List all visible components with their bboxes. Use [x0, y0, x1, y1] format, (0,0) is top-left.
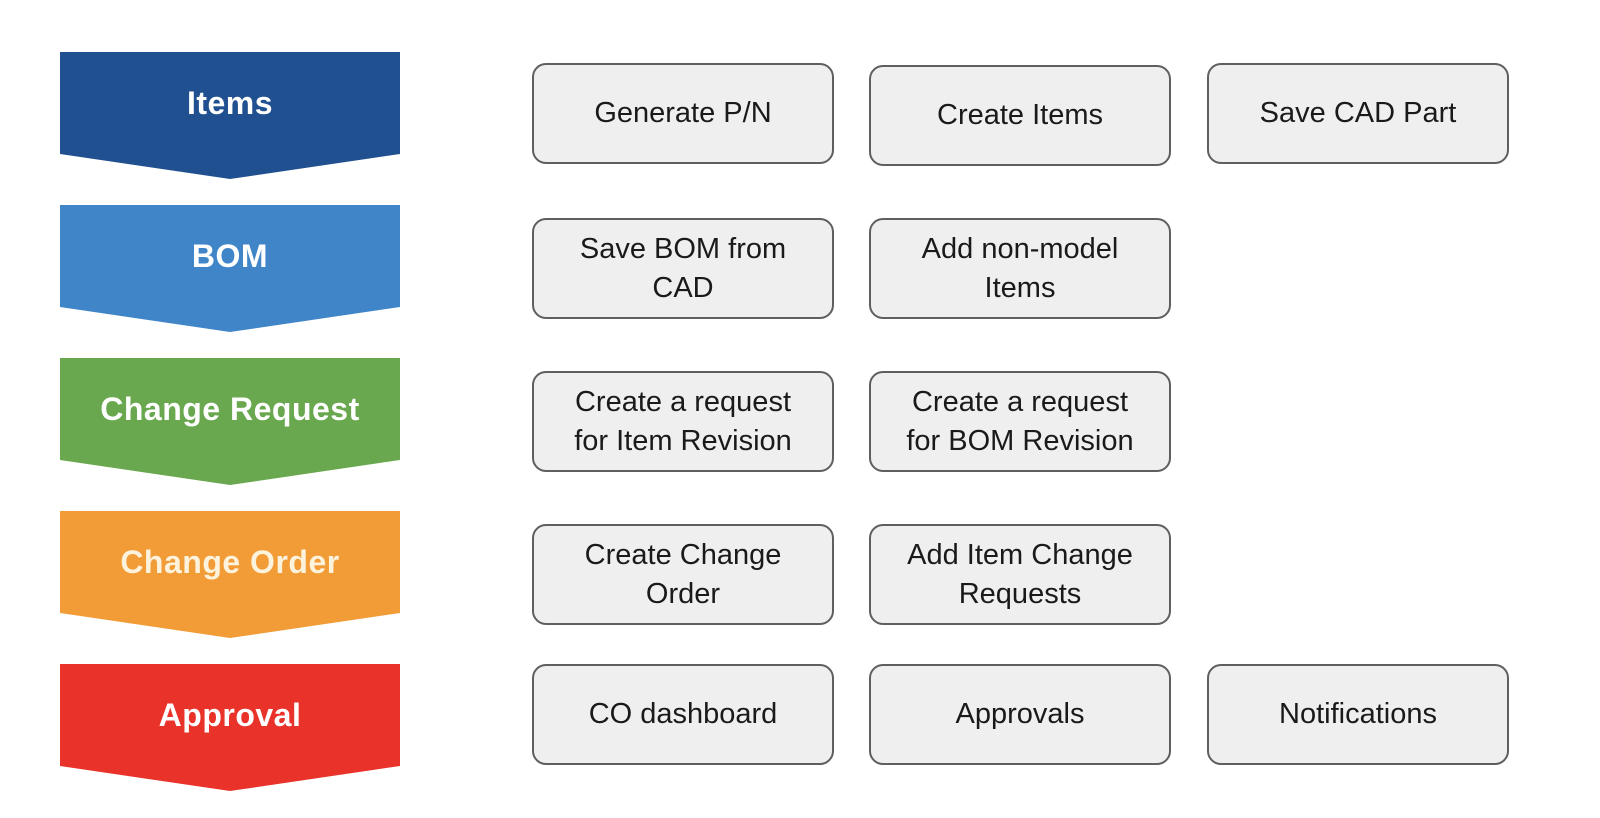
step-approvals: Approvals [869, 664, 1171, 765]
step-add-non-model-items: Add non-model Items [869, 218, 1171, 319]
step-save-cad-part: Save CAD Part [1207, 63, 1509, 164]
stage-label: Change Request [100, 390, 360, 427]
stage-label: Change Order [120, 543, 340, 580]
stage-shape [60, 52, 400, 179]
chevron-arrow-shape [60, 358, 400, 485]
chevron-arrow-shape [60, 511, 400, 638]
stage-approval: Approval [60, 664, 400, 791]
step-request-item-revision: Create a request for Item Revision [532, 371, 834, 472]
step-notifications: Notifications [1207, 664, 1509, 765]
stage-shape [60, 205, 400, 332]
stage-shape [60, 664, 400, 791]
step-create-items: Create Items [869, 65, 1171, 166]
stage-change-order: Change Order [60, 511, 400, 638]
step-save-bom-from-cad: Save BOM from CAD [532, 218, 834, 319]
stage-label: Items [186, 84, 274, 121]
step-generate-pn: Generate P/N [532, 63, 834, 164]
stage-shape [60, 511, 400, 638]
stage-label: BOM [191, 237, 269, 274]
stage-bom: BOM [60, 205, 400, 332]
chevron-arrow-shape [60, 205, 400, 332]
stage-label: Approval [158, 696, 302, 733]
step-add-item-change-requests: Add Item Change Requests [869, 524, 1171, 625]
step-co-dashboard: CO dashboard [532, 664, 834, 765]
stage-shape [60, 358, 400, 485]
chevron-arrow-shape [60, 664, 400, 791]
step-create-change-order: Create Change Order [532, 524, 834, 625]
stage-items: Items [60, 52, 400, 179]
chevron-arrow-shape [60, 52, 400, 179]
step-request-bom-revision: Create a request for BOM Revision [869, 371, 1171, 472]
stage-change-request: Change Request [60, 358, 400, 485]
